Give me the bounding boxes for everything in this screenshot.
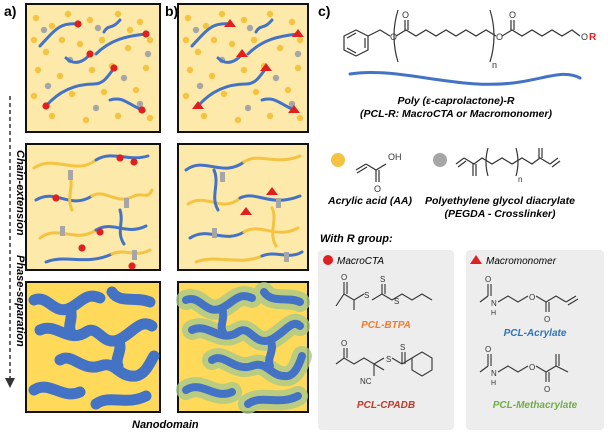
ester-o-label-1: O <box>390 32 397 42</box>
panel-c-label: c) <box>318 3 330 19</box>
btpa-s-label-2: S <box>380 275 385 284</box>
pcl-name: Poly (ε-caprolactone)-R <box>397 95 514 107</box>
pcl-chains <box>38 18 148 112</box>
acrylate-structure <box>479 284 579 312</box>
pcl-chain-icon <box>348 70 582 86</box>
methacrylate-o-label-3: O <box>544 385 550 394</box>
r-group-heading: With R group: <box>320 233 393 245</box>
pegda-name: Polyethylene glycol diacrylate <box>425 195 575 207</box>
aa-name: Acrylic acid (AA) <box>327 195 413 207</box>
aa-structure <box>355 163 387 182</box>
aa-oh-label: OH <box>388 152 402 162</box>
macrocta-title: MacroCTA <box>337 256 384 267</box>
panel-a-initial <box>25 3 161 133</box>
acrylate-h-label: H <box>491 310 496 317</box>
panel-a-chain-extension <box>25 143 161 271</box>
aa-o-label: O <box>374 184 381 194</box>
cpadb-s-label-2: S <box>400 343 405 352</box>
ester-o-label-2: O <box>496 32 503 42</box>
cpadb-o-label: O <box>341 339 347 348</box>
macromonomer-title: Macromonomer <box>486 256 557 267</box>
macrocta-dot-icon <box>323 255 333 265</box>
pegda-n-label: n <box>518 175 522 184</box>
panel-a-nanodomain <box>25 281 161 413</box>
methacrylate-label: PCL-Methacrylate <box>493 400 578 411</box>
acrylate-n-label: N <box>491 299 497 308</box>
terminal-o-label: O <box>581 32 588 42</box>
nanodomain-caption: Nanodomain <box>132 419 199 431</box>
phase-separation-label: Phase-separation <box>14 255 26 347</box>
panel-b-chain-extension <box>177 143 309 271</box>
methacrylate-o-label-2: O <box>529 363 535 372</box>
chain-extension-label: Chain-extension <box>14 150 26 236</box>
panel-b-nanodomain <box>176 281 312 414</box>
methacrylate-structure <box>479 354 569 382</box>
process-arrow <box>5 96 15 388</box>
pcl-structure <box>343 9 581 63</box>
btpa-s-label-1: S <box>364 291 369 300</box>
pegda-structure <box>455 147 561 177</box>
cpadb-structure <box>335 348 433 377</box>
btpa-o-label: O <box>341 273 347 282</box>
methacrylate-h-label: H <box>491 380 496 387</box>
carbonyl-o-label-2: O <box>509 10 516 20</box>
cpadb-nc-label: NC <box>360 377 372 386</box>
acrylate-o-label-3: O <box>544 315 550 324</box>
btpa-s-label-3: S <box>394 297 399 306</box>
macrocta-end-groups <box>42 20 150 114</box>
repeat-n-label: n <box>492 60 497 70</box>
r-group-label: R <box>589 32 597 43</box>
acrylate-o-label-2: O <box>529 293 535 302</box>
macromonomer-end-groups <box>192 19 304 113</box>
pegda-subtitle: (PEGDA - Crosslinker) <box>444 208 556 220</box>
macromonomer-box <box>466 250 604 430</box>
methacrylate-o-label-1: O <box>485 345 491 354</box>
btpa-structure <box>335 282 433 310</box>
macromonomer-triangle-icon <box>470 255 482 264</box>
pcl-subtitle: (PCL-R: MacroCTA or Macromonomer) <box>360 108 552 120</box>
cpadb-label: PCL-CPADB <box>357 400 415 411</box>
aa-monomer-dots <box>30 10 154 124</box>
pegda-legend-dot <box>433 153 447 167</box>
acrylate-label: PCL-Acrylate <box>504 328 567 339</box>
panel-a-label: a) <box>4 3 16 19</box>
cpadb-s-label-1: S <box>386 355 391 364</box>
carbonyl-o-label-1: O <box>402 10 409 20</box>
acrylate-o-label-1: O <box>485 275 491 284</box>
methacrylate-n-label: N <box>491 369 497 378</box>
panel-b-initial <box>177 3 309 133</box>
panel-b-label: b) <box>165 3 178 19</box>
btpa-label: PCL-BTPA <box>361 320 411 331</box>
aa-legend-dot <box>331 153 345 167</box>
